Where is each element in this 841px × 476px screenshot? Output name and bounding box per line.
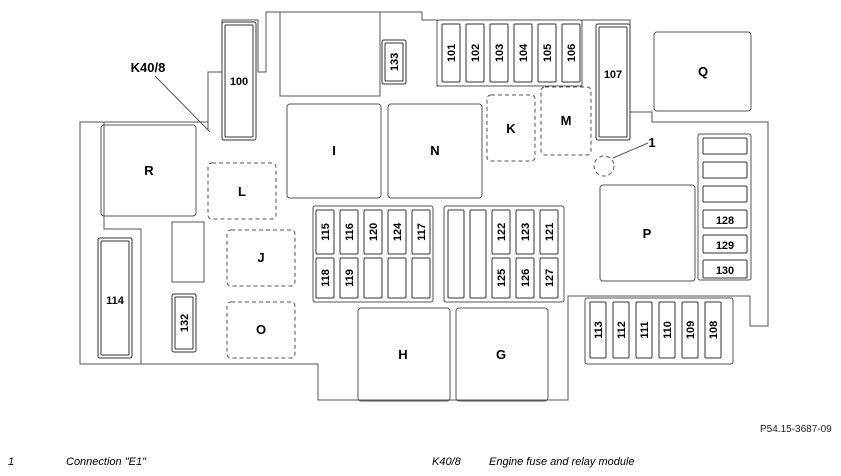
fuse-113-label: 113 [593,321,605,339]
reference-code: P54.15-3687-09 [760,424,832,435]
callout-k40-8: K40/8 [131,60,166,75]
legend-key-2: K40/8 [432,456,461,468]
relay-n-label: N [430,143,439,158]
relay-o-label: O [256,322,266,337]
fuse-111-label: 111 [639,321,651,338]
fuse-120-label: 120 [368,223,380,241]
relay-m-label: M [561,113,572,128]
relay-p-label: P [643,226,652,241]
fuse-121-label: 121 [544,223,556,241]
fuse-100-label: 100 [230,76,248,88]
fuse-102-label: 102 [470,44,482,62]
top-block [279,11,381,97]
fuse-118-label: 118 [320,269,332,287]
callout-1: 1 [648,135,655,150]
relay-k-label: K [506,121,516,136]
fuse-103-label: 103 [494,44,506,62]
fuse-110-label: 110 [662,321,674,339]
fuse-129-label: 129 [716,240,734,252]
relay-j-label: J [257,250,264,265]
fuse-104-label: 104 [518,43,530,62]
fuse-group-108-113 [584,297,734,365]
fuse-114-label: 114 [106,295,125,307]
relay-q-label: Q [698,64,708,79]
relay-q [653,31,752,112]
relay-o [226,301,296,359]
fuse-132-label: 132 [179,314,191,332]
fuse-116-label: 116 [344,223,356,241]
fuse-133-label: 133 [389,53,401,71]
fuse-119-label: 119 [344,269,356,287]
fuse-127-label: 127 [544,269,556,287]
relay-h-label: H [398,347,407,362]
fuse-112-label: 112 [616,321,628,339]
relay-r-label: R [144,163,154,178]
relay-l [207,162,277,220]
fuse-107-label: 107 [604,69,622,81]
relay-g-label: G [496,347,506,362]
legend-key-1: 1 [8,456,15,468]
fuse-115-label: 115 [320,223,332,241]
relay-p [599,184,696,282]
fuse-group-115-119 [312,205,434,303]
relay-k [486,94,536,162]
fuse-105-label: 105 [542,44,554,62]
fuse-122-label: 122 [496,223,508,241]
fuse-108-label: 108 [708,321,720,339]
fuse-group-128-130 [697,133,752,281]
relay-j [226,229,296,287]
relay-i-label: I [332,143,336,158]
small-block [171,221,205,283]
housing-outline [79,11,769,401]
fuse-101-label: 101 [446,44,458,62]
fuse-group-101-106 [436,19,583,87]
legend-text-1: Connection "E1" [66,456,146,468]
fuse-group-121-127 [443,205,565,303]
relay-i [286,103,382,199]
fuse-106-label: 106 [566,44,578,62]
connection-e1-marker [593,155,615,177]
fuse-125-label: 125 [496,269,508,287]
fuse-128-label: 128 [716,215,734,227]
relay-g [455,307,549,402]
fuse-124-label: 124 [392,222,404,241]
relay-n [387,103,483,199]
legend-text-2: Engine fuse and relay module [489,456,635,468]
fuse-123-label: 123 [520,223,532,241]
fuse-117-label: 117 [416,223,428,241]
relay-m [540,86,592,156]
relay-r [100,124,197,217]
relay-l-label: L [238,184,246,199]
fuse-109-label: 109 [685,321,697,339]
fuse-130-label: 130 [716,265,734,277]
relay-h [357,307,451,402]
fuse-126-label: 126 [520,269,532,287]
